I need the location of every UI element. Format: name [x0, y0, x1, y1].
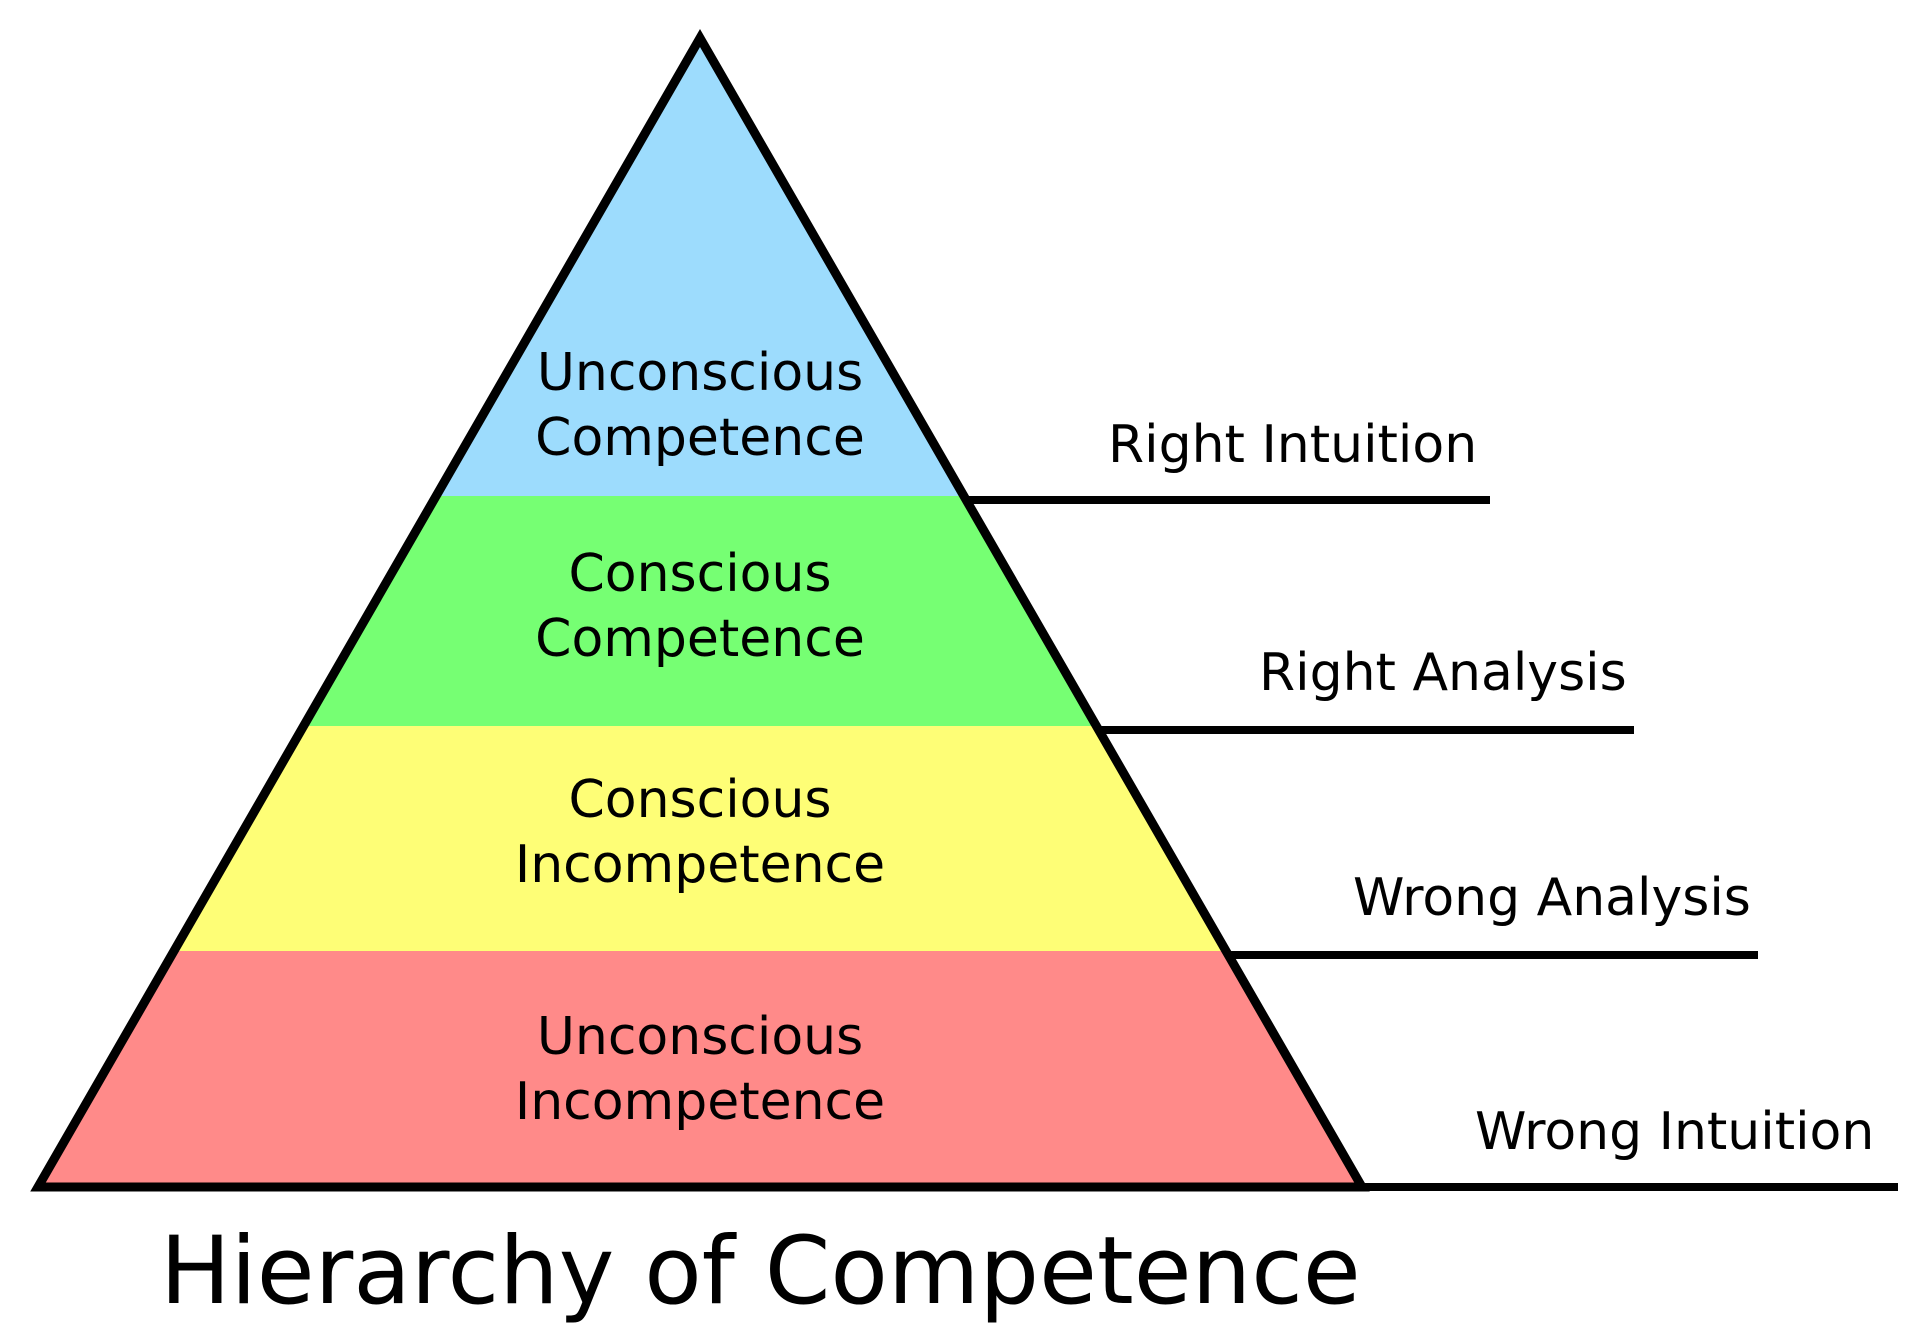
diagram-title: Hierarchy of Competence [160, 1217, 1361, 1326]
level-conscious-incompetence-line2: Incompetence [515, 835, 885, 895]
side-label-wrong-intuition: Wrong Intuition [1475, 1102, 1874, 1162]
level-conscious-competence-line1: Conscious [568, 544, 831, 604]
side-label-right-intuition: Right Intuition [1108, 415, 1477, 475]
band-conscious-incompetence [170, 726, 1230, 951]
band-unconscious-competence [435, 38, 965, 496]
level-unconscious-competence-line1: Unconscious [537, 343, 863, 403]
band-conscious-competence [302, 496, 1098, 726]
level-unconscious-incompetence-line2: Incompetence [515, 1072, 885, 1132]
pyramid-outline [30, 28, 1370, 1192]
band-unconscious-incompetence [38, 951, 1362, 1187]
level-unconscious-competence-line2: Competence [535, 408, 865, 468]
level-conscious-competence-line2: Competence [535, 609, 865, 669]
side-label-right-analysis: Right Analysis [1259, 643, 1627, 703]
level-conscious-incompetence-line1: Conscious [568, 770, 831, 830]
side-label-wrong-analysis: Wrong Analysis [1353, 868, 1751, 928]
level-unconscious-incompetence-line1: Unconscious [537, 1007, 863, 1067]
